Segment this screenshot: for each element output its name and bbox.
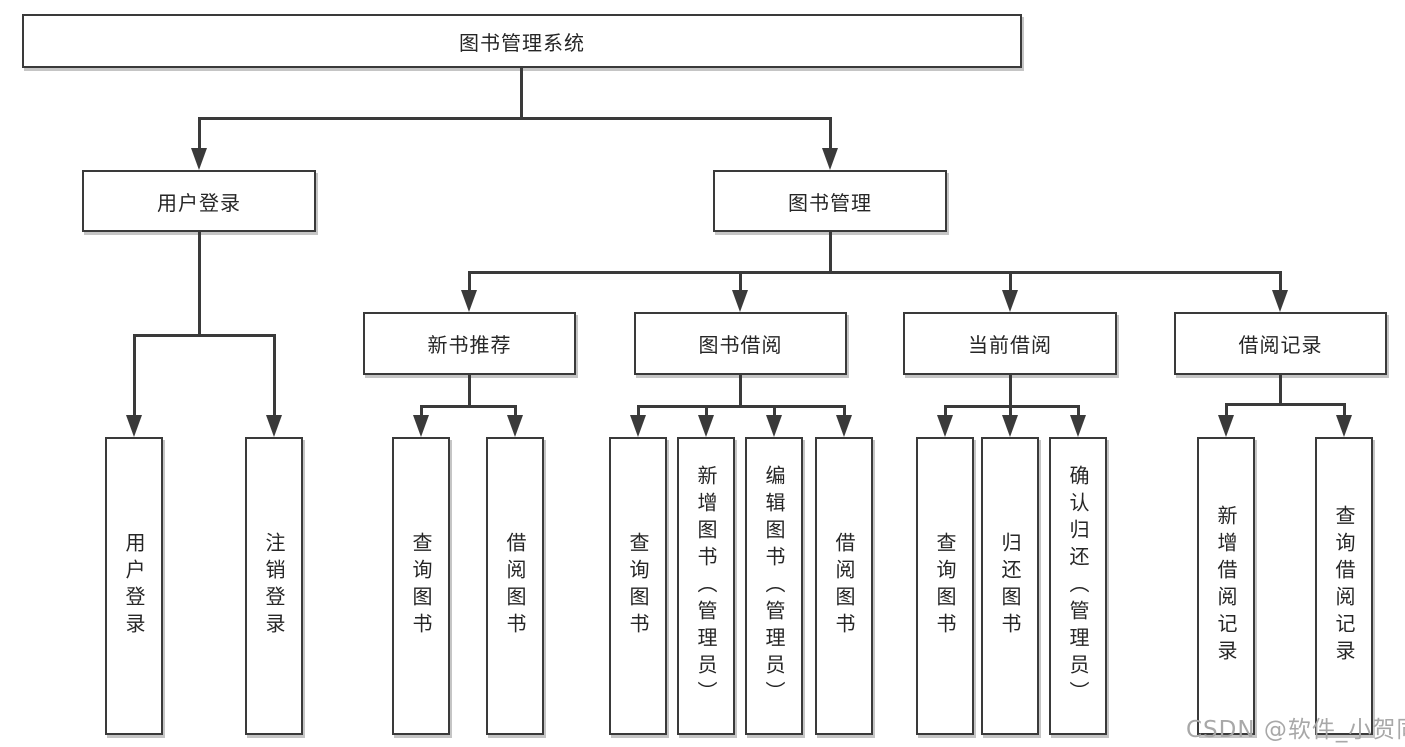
arrowhead: [766, 415, 782, 437]
node-book-borrow: 图书借阅: [634, 312, 847, 375]
edge-new-book-stem: [468, 375, 471, 408]
leaf-label: 查询图书: [933, 532, 957, 640]
edge-to-leaf: [843, 405, 846, 417]
edge-book-borrow-stem: [739, 375, 742, 408]
leaf-return-books: 归还图书: [981, 437, 1039, 735]
arrowhead: [937, 415, 953, 437]
edge-to-leaf: [1009, 405, 1012, 417]
edge-to-leaf: [773, 405, 776, 417]
leaf-query-books-recommend: 查询图书: [392, 437, 450, 735]
node-new-book-recommend: 新书推荐: [363, 312, 576, 375]
edge-to-leaf: [637, 405, 640, 417]
edge-new-book-rail: [420, 405, 517, 408]
leaf-label: 注销登录: [262, 532, 286, 640]
leaf-add-books-admin: 新增图书（管理员）: [677, 437, 735, 735]
edge-to-leaf: [1225, 403, 1228, 417]
leaf-label: 查询借阅记录: [1332, 505, 1356, 667]
edge-borrow-records-stem: [1279, 375, 1282, 406]
arrowhead: [413, 415, 429, 437]
arrowhead: [698, 415, 714, 437]
edge-to-user-login: [198, 117, 201, 150]
node-new-book-recommend-label: 新书推荐: [427, 333, 512, 357]
node-borrow-records: 借阅记录: [1174, 312, 1387, 375]
arrowhead: [1002, 290, 1018, 312]
edge-user-login-stem: [198, 232, 201, 337]
arrowhead: [266, 415, 282, 437]
edge-to-leaf-login: [133, 334, 136, 418]
leaf-logout: 注销登录: [245, 437, 303, 735]
edge-book-mgmt-rail: [468, 271, 1282, 274]
leaf-borrow-books-recommend: 借阅图书: [486, 437, 544, 735]
arrowhead: [1002, 415, 1018, 437]
watermark-text: CSDN @软件_小贺同学: [1186, 717, 1405, 743]
edge-to-leaf: [705, 405, 708, 417]
arrowhead: [507, 415, 523, 437]
leaf-label: 借阅图书: [832, 532, 856, 640]
node-book-borrow-label: 图书借阅: [698, 333, 783, 357]
leaf-add-borrow-record: 新增借阅记录: [1197, 437, 1255, 735]
arrowhead: [822, 148, 838, 170]
edge-root-rail: [198, 117, 832, 120]
node-book-mgmt: 图书管理: [713, 170, 947, 232]
edge-book-mgmt-stem: [829, 232, 832, 274]
edge-to-borrow-records: [1279, 271, 1282, 293]
leaf-label: 借阅图书: [503, 532, 527, 640]
edge-to-new-book: [468, 271, 471, 293]
edge-to-leaf: [420, 405, 423, 417]
node-borrow-records-label: 借阅记录: [1238, 333, 1323, 357]
arrowhead: [126, 415, 142, 437]
edge-current-borrow-rail: [944, 405, 1080, 408]
edge-to-leaf-logout: [273, 334, 276, 418]
edge-to-current-borrow: [1009, 271, 1012, 293]
arrowhead: [836, 415, 852, 437]
leaf-label: 归还图书: [998, 532, 1022, 640]
edge-to-book-mgmt: [829, 117, 832, 150]
node-book-mgmt-label: 图书管理: [788, 190, 872, 215]
edge-to-book-borrow: [739, 271, 742, 293]
edge-to-leaf: [1343, 403, 1346, 417]
arrowhead: [1272, 290, 1288, 312]
node-root: 图书管理系统: [22, 14, 1022, 68]
node-current-borrow-label: 当前借阅: [968, 333, 1052, 357]
arrowhead: [1070, 415, 1086, 437]
edge-book-borrow-rail: [637, 405, 846, 408]
leaf-query-books-current: 查询图书: [916, 437, 974, 735]
node-user-login-label: 用户登录: [157, 190, 241, 215]
arrowhead: [630, 415, 646, 437]
node-user-login: 用户登录: [82, 170, 316, 232]
edge-user-login-rail: [133, 334, 276, 337]
edge-borrow-records-rail: [1225, 403, 1346, 406]
leaf-label: 确认归还（管理员）: [1066, 464, 1090, 708]
arrowhead: [1218, 415, 1234, 437]
leaf-edit-books-admin: 编辑图书（管理员）: [745, 437, 803, 735]
arrowhead: [461, 290, 477, 312]
leaf-label: 编辑图书（管理员）: [762, 464, 786, 708]
leaf-label: 新增借阅记录: [1214, 505, 1238, 667]
leaf-label: 查询图书: [626, 532, 650, 640]
arrowhead: [191, 148, 207, 170]
node-root-label: 图书管理系统: [459, 30, 585, 55]
edge-to-leaf: [1077, 405, 1080, 417]
edge-to-leaf: [514, 405, 517, 417]
edge-root-stem: [520, 68, 523, 118]
arrowhead: [1336, 415, 1352, 437]
leaf-label: 查询图书: [409, 532, 433, 640]
leaf-label: 用户登录: [122, 532, 146, 640]
node-current-borrow: 当前借阅: [903, 312, 1117, 375]
edge-to-leaf: [944, 405, 947, 417]
leaf-query-borrow-record: 查询借阅记录: [1315, 437, 1373, 735]
edge-current-borrow-stem: [1009, 375, 1012, 408]
leaf-user-login: 用户登录: [105, 437, 163, 735]
leaf-borrow-books: 借阅图书: [815, 437, 873, 735]
arrowhead: [732, 290, 748, 312]
leaf-query-books-borrow: 查询图书: [609, 437, 667, 735]
leaf-label: 新增图书（管理员）: [694, 464, 718, 708]
leaf-confirm-return-admin: 确认归还（管理员）: [1049, 437, 1107, 735]
